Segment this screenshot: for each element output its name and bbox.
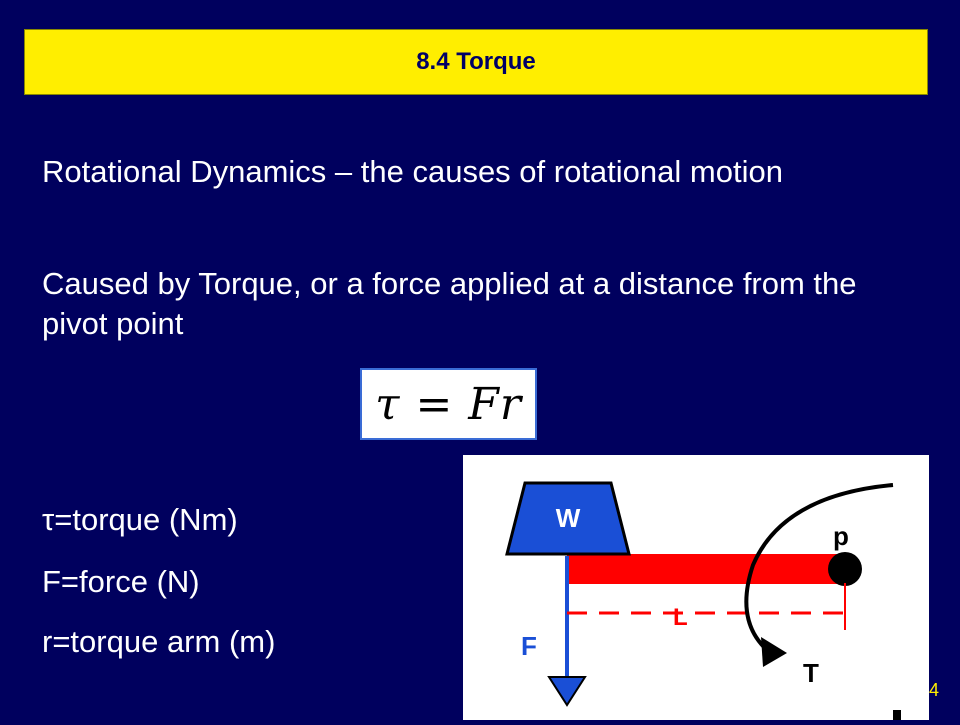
torque-formula: τ = Fr [375,378,522,430]
pivot-label: p [833,521,849,551]
slide-title: 8.4 Torque [416,48,536,75]
length-label: L [673,604,688,631]
page-number: 4 [929,680,940,700]
weight-block [505,481,631,556]
corner-mark [893,710,901,720]
formula-box: τ = Fr [360,368,537,440]
torque-arrow-head [761,637,787,667]
force-label: F [521,631,537,661]
torque-diagram-svg: W p F L T [505,481,901,720]
torque-diagram: W p F L T [463,455,929,720]
lever-bar [567,554,853,584]
definition-torque-arm: r=torque arm (m) [42,624,276,659]
force-arrow-head [547,676,587,707]
definition-tau: τ=torque (Nm) [42,502,238,537]
paragraph-caused-by-torque: Caused by Torque, or a force applied at … [42,266,857,341]
paragraph-rotational-dynamics: Rotational Dynamics – the causes of rota… [42,154,783,189]
torque-arc [744,483,894,657]
definition-force: F=force (N) [42,564,200,599]
title-bar: 8.4 Torque [24,29,928,95]
weight-label: W [556,503,581,533]
pivot-point [828,552,862,586]
torque-label: T [803,658,819,688]
